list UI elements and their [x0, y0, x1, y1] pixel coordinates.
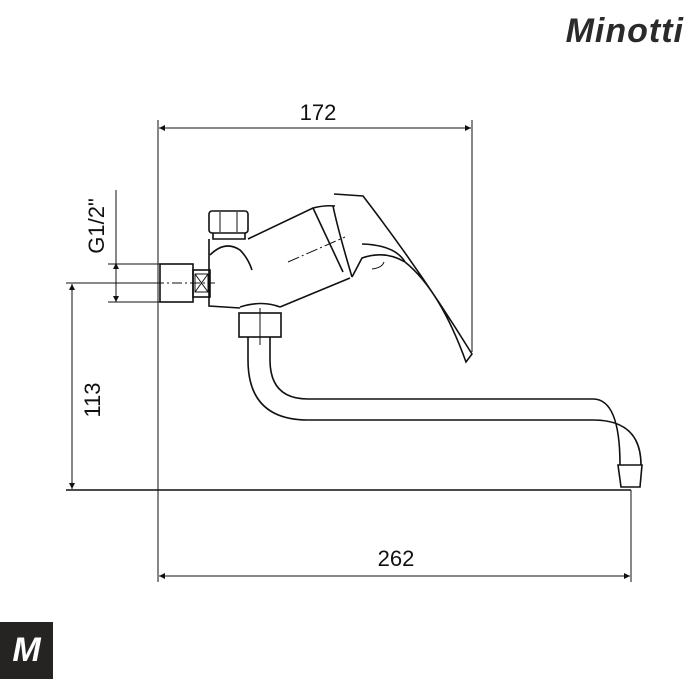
dim-label-172: 172 — [300, 100, 337, 125]
brand-logo: Minotti — [565, 12, 684, 50]
dim-label-113: 113 — [80, 382, 105, 417]
faucet — [154, 193, 643, 488]
brand-mark: M — [0, 622, 53, 679]
dim-label-262: 262 — [378, 546, 415, 571]
extension-lines — [66, 120, 632, 582]
dim-label-thread: G1/2" — [84, 198, 109, 254]
